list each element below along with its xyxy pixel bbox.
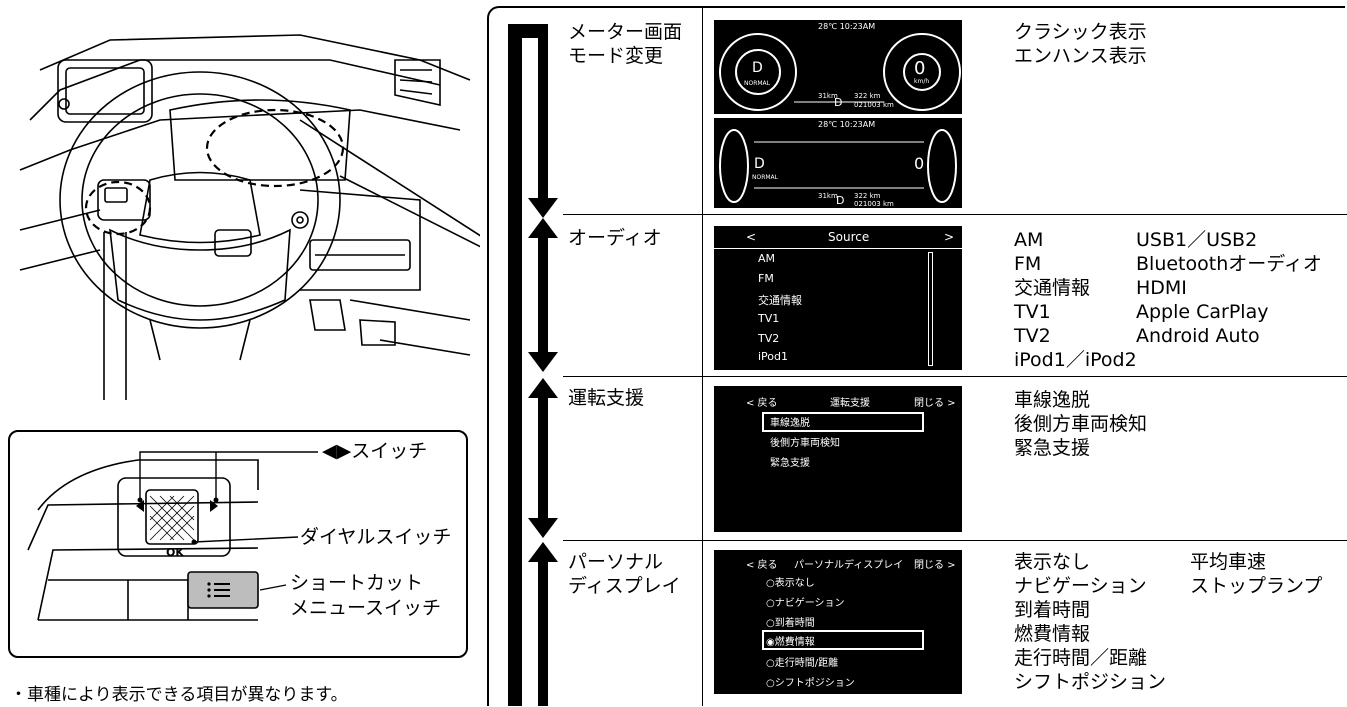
shortcut-label-2: メニュースイッチ — [290, 597, 442, 619]
assist-desc-2: 緊急支援 — [1014, 437, 1091, 459]
ok-label: OK — [166, 546, 184, 559]
audio-item: TV2 — [758, 332, 780, 345]
personal-screen: < 戻る パーソナルディスプレイ 閉じる > ○表示なし ○ナビゲーション ○到… — [714, 550, 962, 694]
row-divider-2 — [563, 376, 1347, 377]
audio-item: AM — [758, 252, 776, 265]
audio-desc-col1-1: FM — [1014, 253, 1042, 275]
cycle-arrow — [508, 24, 558, 706]
audio-desc-col2-2: HDMI — [1136, 277, 1187, 299]
dial-switch-label: ダイヤルスイッチ — [300, 526, 452, 548]
personal-item: ○ナビゲーション — [766, 598, 845, 609]
audio-desc-col1-3: TV1 — [1014, 301, 1051, 323]
assist-item: 緊急支援 — [770, 458, 810, 469]
meter-desc-2: エンハンス表示 — [1014, 45, 1147, 67]
audio-desc-col2-3: Apple CarPlay — [1136, 301, 1269, 323]
shortcut-label-1: ショートカット — [290, 572, 424, 594]
audio-scrollbar — [928, 252, 933, 366]
row-label-personal: パーソナル ディスプレイ — [568, 551, 681, 597]
audio-item: FM — [758, 272, 774, 285]
personal-item: ○到着時間 — [766, 618, 815, 629]
classic-gauges — [719, 33, 961, 111]
modes-table — [487, 6, 1345, 706]
personal-desc-col1-3: 燃費情報 — [1014, 623, 1091, 645]
audio-item: TV1 — [758, 312, 780, 325]
row-label-meter: メーター画面 モード変更 — [568, 21, 683, 67]
meter-screen-classic: 28℃ 10:23AM D 0 km/h NORMAL 31km D 322 k… — [714, 20, 962, 114]
assist-selection — [762, 412, 924, 432]
enhance-gauges — [719, 129, 957, 203]
dashboard-illustration — [19, 34, 480, 400]
audio-desc-col1-2: 交通情報 — [1014, 277, 1091, 299]
personal-item: ○走行時間/距離 — [766, 658, 839, 669]
row-label-assist: 運転支援 — [568, 387, 645, 409]
assist-screen: < 戻る 運転支援 閉じる > 車線逸脱 後側方車両検知 緊急支援 — [714, 386, 962, 532]
personal-desc-col2-1: ストップランプ — [1190, 575, 1323, 597]
personal-desc-col1-2: 到着時間 — [1014, 599, 1091, 621]
switch-detail-panel — [8, 430, 468, 658]
audio-desc-col2-0: USB1／USB2 — [1136, 229, 1258, 251]
audio-desc-col1-5: iPod1／iPod2 — [1014, 349, 1137, 371]
footnote: ・車種により表示できる項目が異なります。 — [10, 685, 348, 705]
assist-desc-1: 後側方車両検知 — [1014, 413, 1148, 435]
audio-desc-col2-1: Bluetoothオーディオ — [1136, 253, 1322, 275]
audio-item: 交通情報 — [758, 294, 802, 307]
row-divider-1 — [563, 214, 1347, 215]
assist-item: 車線逸脱 — [770, 418, 810, 429]
personal-selection — [762, 630, 924, 650]
assist-item: 後側方車両検知 — [770, 438, 840, 449]
personal-item: ◉燃費情報 — [766, 637, 815, 648]
audio-desc-col1-4: TV2 — [1014, 325, 1051, 347]
audio-screen: < Source > AM FM 交通情報 TV1 TV2 iPod1 — [714, 226, 962, 370]
personal-desc-col1-1: ナビゲーション — [1014, 575, 1147, 597]
audio-desc-col2-4: Android Auto — [1136, 325, 1260, 347]
col-divider — [702, 6, 703, 706]
switch-detail-drawing — [27, 451, 318, 621]
meter-screen-enhance: 28℃ 10:23AM D 0 NORMAL 31km D 322 km 021… — [714, 118, 962, 208]
assist-desc-0: 車線逸脱 — [1014, 389, 1091, 411]
personal-desc-col1-5: シフトポジション — [1014, 671, 1167, 693]
audio-desc-col1-0: AM — [1014, 229, 1044, 251]
personal-desc-col2-0: 平均車速 — [1190, 551, 1267, 573]
row-label-audio: オーディオ — [568, 227, 662, 249]
arrow-switch-label: ◀▶スイッチ — [322, 440, 428, 462]
personal-item: ○シフトポジション — [766, 678, 855, 689]
personal-desc-col1-0: 表示なし — [1014, 551, 1091, 573]
personal-item: ○表示なし — [766, 578, 815, 589]
row-divider-3 — [563, 540, 1347, 541]
meter-desc-1: クラシック表示 — [1014, 21, 1147, 43]
audio-item: iPod1 — [758, 350, 789, 363]
personal-desc-col1-4: 走行時間／距離 — [1014, 647, 1148, 669]
